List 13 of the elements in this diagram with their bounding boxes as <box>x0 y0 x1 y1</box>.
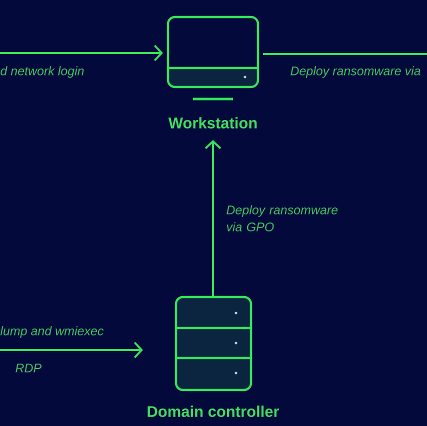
edge-label: Deploy ransomware via <box>290 66 420 78</box>
connector-line <box>263 53 427 55</box>
node-label: Workstation <box>168 117 257 129</box>
arrow <box>0 44 163 62</box>
edge-label: Deploy ransomware via GPO <box>226 205 338 232</box>
server-node: Domain controller <box>148 296 280 417</box>
node-label: Domain controller <box>148 406 280 418</box>
edge-label: lump and wmiexec <box>0 326 104 338</box>
arrow <box>204 140 222 297</box>
text-label: RDP <box>16 364 42 372</box>
monitor-node: Workstation <box>166 16 260 128</box>
arrow <box>0 342 143 358</box>
edge-label: d network login <box>0 66 84 78</box>
